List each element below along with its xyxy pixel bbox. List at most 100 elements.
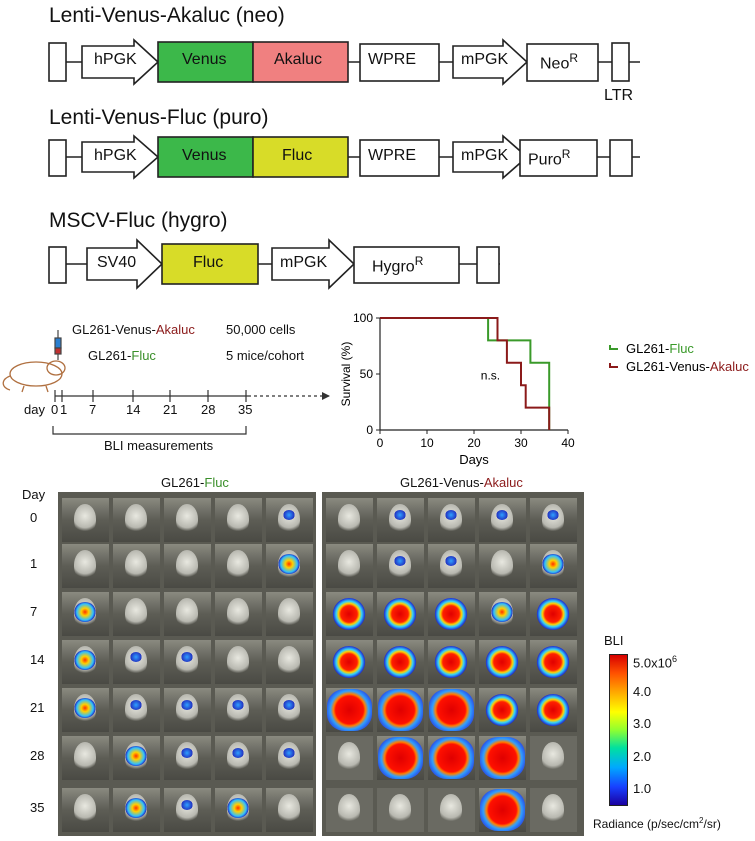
panel-right-title: GL261-Venus-Akaluc — [400, 475, 523, 490]
neo-box — [526, 43, 599, 82]
mouse-tile — [164, 736, 211, 780]
tick-28: 28 — [201, 402, 216, 417]
akaluc-label: Akaluc — [274, 51, 323, 68]
hpgk-arrow-2 — [81, 134, 160, 180]
mouse-tile — [113, 592, 160, 636]
signal-high — [434, 598, 468, 630]
colorbar-tick-1: 1.0 — [633, 781, 652, 796]
mpgk-arrow-3 — [271, 238, 356, 290]
signal-max — [480, 737, 525, 779]
tick-1: 1 — [60, 402, 68, 417]
mouse-tile — [113, 788, 160, 832]
mouse-tile — [113, 498, 160, 542]
signal-high — [536, 694, 570, 726]
signal-low — [130, 652, 142, 662]
signal-low — [130, 700, 142, 710]
day-label-0: 0 — [30, 510, 38, 525]
signal-high — [434, 646, 468, 678]
radiance-label: Radiance (p/sec/cm2/sr) — [593, 816, 721, 831]
day-label-14: 14 — [30, 652, 45, 667]
mpgk-arrow-2 — [452, 134, 529, 180]
signal-low — [181, 652, 193, 662]
signal-mid — [125, 798, 147, 818]
mouse-tile — [530, 640, 577, 684]
colorbar-tick-max: 5.0x106 — [633, 654, 678, 671]
mouse-tile — [164, 688, 211, 732]
mouse-tile — [164, 640, 211, 684]
colorbar-title: BLI — [604, 633, 624, 648]
hpgk-arrow-1 — [81, 38, 160, 86]
ltr-right-1 — [611, 42, 630, 82]
wpre-label-1: WPRE — [368, 51, 416, 68]
syringe-icon — [54, 330, 62, 360]
mouse-tile — [479, 640, 526, 684]
mouse-tile — [266, 788, 313, 832]
colorbar-tick-3: 3.0 — [633, 716, 652, 731]
tick-35: 35 — [238, 402, 253, 417]
mouse-tile — [266, 736, 313, 780]
signal-max — [429, 737, 474, 779]
mouse-tile — [62, 640, 109, 684]
signal-mid — [278, 554, 300, 574]
mouse-tile — [215, 736, 262, 780]
mouse-tile — [530, 544, 577, 588]
mouse-tile — [377, 498, 424, 542]
tick-14: 14 — [126, 402, 141, 417]
signal-low — [232, 700, 244, 710]
mouse-tile — [326, 544, 373, 588]
hygro-box — [353, 246, 460, 284]
legend-swatch — [609, 345, 618, 350]
tick-0: 0 — [51, 402, 59, 417]
timeline-diagram — [2, 330, 330, 435]
mouse-tile — [479, 736, 526, 780]
signal-low — [394, 510, 406, 520]
fluc-label-3: Fluc — [193, 254, 224, 271]
mouse-tile — [479, 788, 526, 832]
line-fluc: GL261-Fluc — [88, 348, 156, 363]
signal-max — [480, 789, 525, 831]
signal-high — [485, 694, 519, 726]
venus-label-2: Venus — [182, 147, 227, 164]
mouse-tile — [62, 498, 109, 542]
signal-low — [496, 510, 508, 520]
signal-mid — [491, 602, 513, 622]
mouse-tile — [479, 688, 526, 732]
ltr-label: LTR — [604, 87, 634, 104]
signal-high — [536, 646, 570, 678]
bli-panel-akaluc — [322, 492, 584, 836]
mouse-tile — [62, 688, 109, 732]
sv40-arrow — [86, 238, 164, 290]
signal-low — [232, 748, 244, 758]
mouse-tile — [428, 544, 475, 588]
mouse-tile — [479, 592, 526, 636]
fluc-box-3 — [161, 243, 259, 285]
mouse-tile — [377, 736, 424, 780]
mouse-tile — [326, 736, 373, 780]
signal-max — [327, 689, 372, 731]
radiance-colorbar — [609, 654, 628, 806]
mpgk-label-1: mPGK — [461, 51, 509, 68]
signal-mid — [74, 650, 96, 670]
mouse-tile — [62, 544, 109, 588]
construct-3-title: MSCV-Fluc (hygro) — [49, 209, 228, 232]
day-label-7: 7 — [30, 604, 38, 619]
signal-high — [332, 598, 366, 630]
day-label-35: 35 — [30, 800, 45, 815]
construct-1-title: Lenti-Venus-Akaluc (neo) — [49, 4, 285, 27]
signal-low — [181, 800, 193, 810]
signal-max — [378, 737, 423, 779]
day-label: day — [24, 402, 45, 417]
mouse-tile — [266, 688, 313, 732]
x-tick-label: 10 — [420, 436, 434, 450]
mice-label: 5 mice/cohort — [226, 348, 305, 363]
mouse-tile — [266, 640, 313, 684]
tick-21: 21 — [163, 402, 178, 417]
mouse-tile — [530, 498, 577, 542]
bli-measurements-label: BLI measurements — [104, 438, 214, 453]
mouse-tile — [215, 688, 262, 732]
mouse-tile — [428, 788, 475, 832]
tick-7: 7 — [89, 402, 97, 417]
day-label-21: 21 — [30, 700, 45, 715]
akaluc-box — [252, 41, 349, 83]
